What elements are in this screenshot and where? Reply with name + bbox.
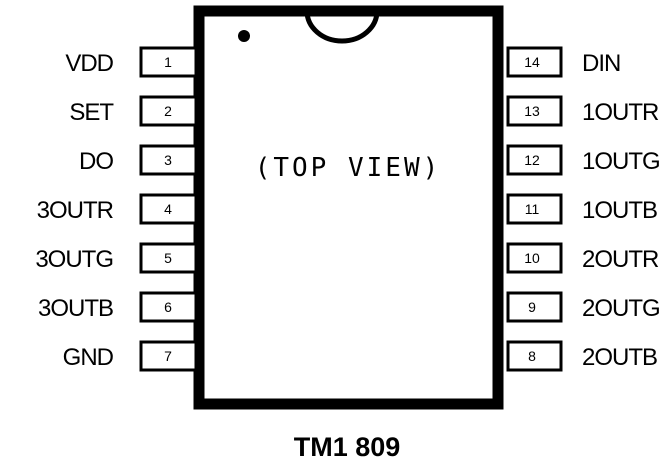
pin-label: GND	[63, 344, 114, 371]
pin-box	[139, 242, 198, 274]
pin-box	[506, 242, 563, 274]
chip-notch	[304, 10, 380, 44]
left-pin-6: 6 3OUTB	[38, 291, 198, 323]
pin-box	[506, 95, 563, 127]
pin-box	[139, 193, 198, 225]
pin-number: 5	[164, 250, 172, 266]
pin-label: DO	[79, 148, 113, 175]
left-pin-3: 3 DO	[79, 144, 198, 176]
pin-label: 2OUTG	[582, 295, 660, 322]
left-pin-column: 1 VDD 2 SET 3 DO 4 3OUTR 5 3OUTG 6 3OUTB 7 GND	[35, 46, 198, 372]
pin-label: 2OUTR	[582, 246, 659, 273]
pin-box	[506, 46, 563, 78]
pin-label: 1OUTG	[582, 148, 660, 175]
pin-label: 2OUTB	[582, 344, 657, 371]
pin-number: 11	[525, 201, 540, 217]
left-pin-1: 1 VDD	[65, 46, 198, 78]
pin-number: 6	[164, 299, 172, 315]
pin-box	[139, 340, 198, 372]
pin-label: 3OUTB	[38, 295, 113, 322]
pin-number: 3	[164, 152, 172, 168]
pin1-indicator-dot	[238, 30, 250, 42]
pin-number: 9	[528, 299, 536, 315]
right-pin-8: 8 2OUTB	[506, 340, 658, 372]
right-pin-13: 13 1OUTR	[506, 95, 660, 127]
pin-number: 2	[164, 103, 172, 119]
pin-label: SET	[69, 99, 114, 126]
pin-box	[139, 46, 198, 78]
pin-box	[506, 291, 563, 323]
left-pin-2: 2 SET	[69, 95, 198, 127]
right-pin-10: 10 2OUTR	[506, 242, 660, 274]
left-pin-4: 4 3OUTR	[37, 193, 198, 225]
pin-number: 14	[524, 54, 540, 70]
part-number-label: TM1 809	[294, 432, 401, 462]
pin-number: 13	[524, 103, 540, 119]
pin-label: 1OUTB	[582, 197, 657, 224]
pin-box	[139, 95, 198, 127]
pin-number: 4	[164, 201, 172, 217]
pin-label: 1OUTR	[582, 99, 659, 126]
right-pin-9: 9 2OUTG	[506, 291, 661, 323]
pin-box	[139, 144, 198, 176]
pin-number: 12	[524, 152, 540, 168]
pin-box	[506, 340, 563, 372]
top-view-label: (TOP VIEW)	[255, 153, 442, 183]
chip-body	[193, 5, 504, 410]
pin-box	[506, 144, 563, 176]
pin-label: DIN	[582, 50, 620, 77]
pin-number: 7	[164, 348, 172, 364]
pin-box	[139, 291, 198, 323]
left-pin-5: 5 3OUTG	[35, 242, 198, 274]
right-pin-12: 12 1OUTG	[506, 144, 661, 176]
pin-number: 1	[164, 54, 172, 70]
right-pin-14: 14 DIN	[506, 46, 621, 78]
pin-label: VDD	[65, 50, 113, 77]
pin-number: 8	[528, 348, 536, 364]
pin-label: 3OUTR	[37, 197, 114, 224]
right-pin-11: 11 1OUTB	[506, 193, 658, 225]
pin-box	[506, 193, 563, 225]
pin-number: 10	[524, 250, 540, 266]
right-pin-column: 14 DIN 13 1OUTR 12 1OUTG 11 1OUTB 10 2OUTR 9 2OUTG 8…	[506, 46, 661, 372]
pin-label: 3OUTG	[35, 246, 113, 273]
left-pin-7: 7 GND	[63, 340, 198, 372]
